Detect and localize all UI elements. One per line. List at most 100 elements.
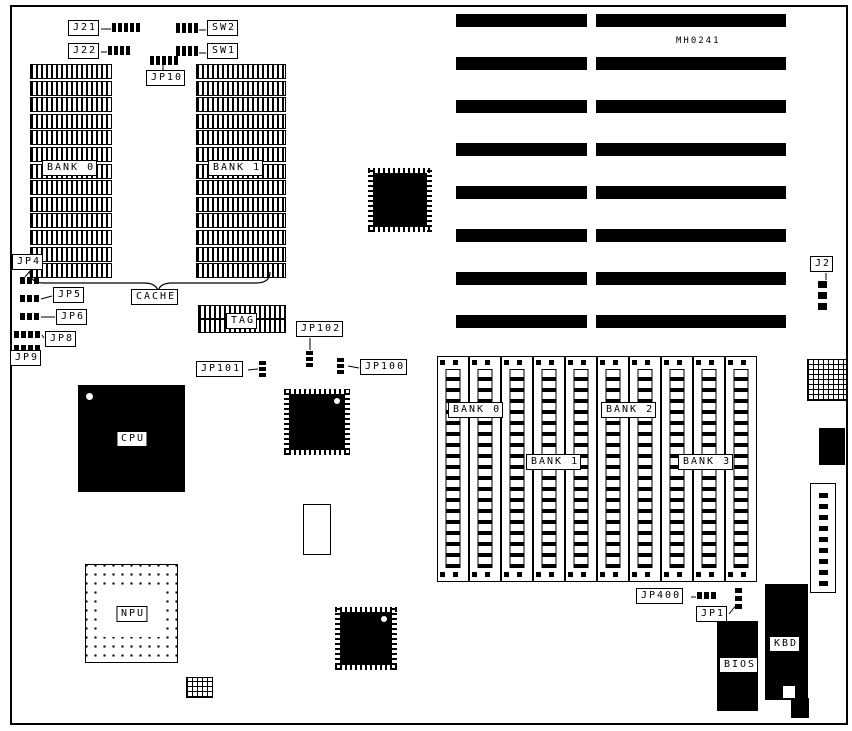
qfp-chip-bottom (335, 607, 397, 670)
cache-bank1-dip-chip (196, 180, 286, 196)
label-simm-bank1: BANK 1 (526, 454, 582, 470)
jp5-pins (27, 295, 32, 302)
isa-slot-segment (456, 57, 587, 70)
j22-pins (126, 46, 130, 55)
simm-socket (597, 356, 629, 582)
cpu-pin1-dot (86, 393, 93, 400)
cpu-chip: CPU (78, 385, 185, 492)
jp10-pins (156, 56, 160, 65)
isa-slot-segment (456, 272, 587, 285)
jp10-pins (174, 56, 178, 65)
jp9-pins (21, 345, 26, 352)
jp400-pins (711, 592, 716, 599)
kbd-chip-notch (783, 686, 795, 698)
cache-bank0-dip-chip (30, 213, 112, 229)
label-jp4: JP4 (12, 254, 44, 270)
label-jp400: JP400 (636, 588, 684, 604)
label-tag: TAG (226, 313, 258, 329)
label-jp9: JP9 (10, 350, 42, 366)
simm-socket (469, 356, 501, 582)
label-cache-bank0: BANK 0 (42, 160, 98, 176)
sw2-switch (194, 23, 198, 33)
jp8-pins (21, 331, 26, 338)
label-jp5: JP5 (53, 287, 85, 303)
j2-pins (818, 281, 827, 288)
jp101-pins (259, 373, 266, 377)
chip-pin1-dot (334, 398, 340, 404)
cache-bank1-dip-chip (196, 246, 286, 262)
npu-socket: NPU (85, 564, 178, 663)
cache-bank1-dip-chip (196, 213, 286, 229)
jp6-pins (20, 313, 25, 320)
label-cache: CACHE (131, 289, 179, 305)
qfp-chip-top (368, 168, 432, 232)
label-kbd: KBD (769, 636, 801, 652)
isa-slot-segment (456, 186, 587, 199)
jp8-pins (28, 331, 33, 338)
board-part-number: MH0241 (676, 36, 721, 46)
isa-slot-segment (596, 229, 786, 242)
label-jp101: JP101 (196, 361, 244, 377)
label-cpu: CPU (115, 430, 148, 447)
cache-bank1-dip-chip (196, 196, 286, 212)
jp102-pins (306, 351, 313, 355)
label-jp10: JP10 (146, 70, 186, 86)
isa-slot-segment (596, 272, 786, 285)
sw2-switch (188, 23, 192, 33)
label-jp100: JP100 (360, 359, 408, 375)
simm-socket (501, 356, 533, 582)
simm-contacts (477, 369, 493, 568)
jp5-pins (34, 295, 39, 302)
jp100-pins (337, 370, 344, 374)
label-j2: J2 (810, 256, 834, 272)
jp10-pins (150, 56, 154, 65)
jp9-pins (35, 345, 40, 352)
isa-slot-segment (456, 14, 587, 27)
jp6-pins (34, 313, 39, 320)
cache-bank1-dip-chip (196, 113, 286, 129)
jp8-pins (35, 331, 40, 338)
j22-pins (114, 46, 118, 55)
isa-slot-segment (596, 186, 786, 199)
cache-bank0-dip-chip (30, 113, 112, 129)
j22-pins (120, 46, 124, 55)
jp4-pins (20, 277, 25, 284)
simm-socket (437, 356, 469, 582)
jp5-pins (20, 295, 25, 302)
jp6-pins (27, 313, 32, 320)
cache-bank1-dip-chip (196, 130, 286, 146)
jp9-pins (14, 345, 19, 352)
simm-contacts (445, 369, 461, 568)
jp10-pins (168, 56, 172, 65)
cache-bank0-dip-chip (30, 230, 112, 245)
crystal-oscillator (303, 504, 331, 555)
simm-contacts (637, 369, 653, 568)
cache-bank1-dip-chip (196, 97, 286, 113)
pin-header-right (810, 483, 836, 593)
jp1-pins (735, 604, 742, 609)
jp9-pins (28, 345, 33, 352)
power-connector-pad (807, 359, 847, 401)
isa-slot-segment (456, 100, 587, 113)
sw1-switch (182, 46, 186, 56)
sw2-switch (176, 23, 180, 33)
isa-slot-segment (456, 143, 587, 156)
j21-pins (124, 23, 128, 32)
label-jp6: JP6 (56, 309, 88, 325)
cache-bank0-dip-chip (30, 180, 112, 196)
label-npu: NPU (115, 605, 148, 622)
label-simm-bank2: BANK 2 (601, 402, 657, 418)
isa-slot-segment (596, 315, 786, 328)
label-sw2: SW2 (207, 20, 239, 36)
sw1-switch (194, 46, 198, 56)
qfp-chip-middle (284, 389, 350, 455)
j2-pins (818, 292, 827, 299)
isa-slot-segment (596, 143, 786, 156)
cache-bank1-dip-chip (196, 64, 286, 79)
sw2-switch (182, 23, 186, 33)
label-j22: J22 (68, 43, 100, 59)
j21-pins (136, 23, 140, 32)
label-jp102: JP102 (296, 321, 344, 337)
cache-bank0-dip-chip (30, 80, 112, 96)
label-simm-bank3: BANK 3 (678, 454, 734, 470)
